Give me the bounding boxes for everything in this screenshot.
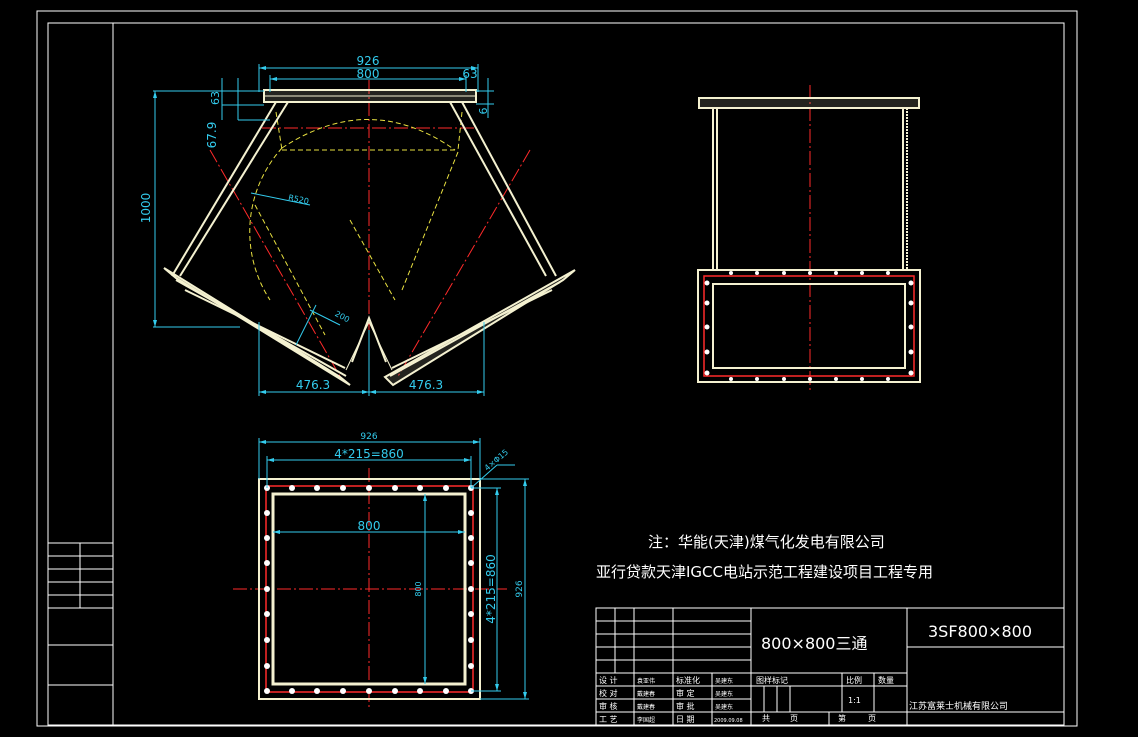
flange-dim-inner-horizontal: 800: [358, 519, 381, 533]
flange-dim-bolt-top: 4*215=860: [334, 447, 404, 461]
flange-dim-bolt-right: 4*215=860: [484, 554, 498, 624]
side-view-body: [163, 89, 576, 387]
flange-hole-note: 4×Φ15: [483, 448, 510, 473]
sign-name: 戴建春: [637, 703, 655, 711]
flange-centerlines: [233, 468, 507, 708]
sign-role-2: 审 定: [676, 688, 695, 698]
sign-role: 校 对: [599, 688, 618, 698]
side-view-dimensions: [153, 64, 494, 396]
side-view-arrowheads: [153, 66, 484, 394]
title-company: 江苏富莱士机械有限公司: [909, 700, 1008, 712]
sign-role-2: 审 批: [676, 701, 695, 711]
sheet-unit-label: 页: [790, 714, 798, 723]
elevation-bolt-holes: [704, 271, 914, 381]
note-line-1: 注：华能(天津)煤气化发电有限公司: [648, 533, 885, 551]
dim-top-right: 63: [462, 67, 477, 81]
sign-name: 袁亚伟: [637, 677, 655, 685]
sheet-no-unit-label: 页: [868, 714, 876, 723]
sign-name-2: 2009.09.08: [714, 718, 743, 724]
ratio-value: 1:1: [848, 696, 861, 705]
stage-mark-label: 图样标记: [756, 675, 788, 685]
sign-name-2: 吴建东: [715, 703, 733, 711]
sign-role-2: 标准化: [676, 675, 700, 685]
dim-right-small: 6: [477, 108, 490, 115]
sign-role-2: 日 期: [676, 715, 695, 724]
sign-name: 李国超: [637, 716, 655, 724]
quantity-label: 数量: [878, 675, 894, 685]
flange-bolt-holes: [264, 485, 474, 694]
flange-view: 926 4*215=860 4×Φ15 800 800 4*215=860 92…: [233, 432, 529, 708]
sign-role: 设 计: [599, 675, 618, 685]
sign-rows: 设 计 袁亚伟 标准化 吴建东 校 对 戴建春 审 定 吴建东 审 核 戴建春 …: [599, 675, 743, 724]
side-view: 926 800 63 63 67.9 6 1000 R520 200 476.3…: [139, 54, 576, 396]
sign-role: 审 核: [599, 701, 618, 711]
sheet-no-label: 第: [838, 713, 846, 723]
side-view-hidden-lines: [249, 111, 463, 336]
sign-name: 戴建春: [637, 690, 655, 698]
elevation-view: [697, 85, 921, 392]
sign-name-2: 吴建东: [715, 677, 733, 685]
dim-top-total: 926: [357, 54, 380, 68]
note-line-2: 亚行贷款天津IGCC电站示范工程建设项目工程专用: [596, 563, 933, 581]
flange-dim-inner-vertical: 800: [414, 581, 423, 596]
flange-arrowheads: [259, 440, 527, 699]
flange-dimensions: [258, 438, 529, 700]
ratio-label: 比例: [846, 675, 862, 685]
dim-left-small: 63: [209, 91, 222, 105]
dim-left-mid: 67.9: [205, 122, 219, 149]
sign-role: 工 艺: [599, 715, 618, 724]
dim-bottom-left: 476.3: [296, 378, 330, 392]
sign-name-2: 吴建东: [715, 690, 733, 698]
flange-dim-total-right: 926: [515, 580, 525, 597]
margin-record-table: [47, 542, 114, 726]
title-drawing-no: 3SF800×800: [928, 622, 1032, 641]
side-view-centerlines: [209, 80, 531, 379]
sheet-total-label: 共: [762, 714, 770, 723]
dim-bottom-right: 476.3: [409, 378, 443, 392]
dim-top-inner: 800: [357, 67, 380, 81]
flange-dim-total-top: 926: [360, 432, 377, 442]
dim-crotch: 200: [333, 309, 351, 324]
elevation-body: [697, 97, 921, 383]
title-part-name: 800×800三通: [761, 634, 868, 653]
title-block: [595, 607, 1065, 726]
radius-label: R520: [287, 193, 309, 206]
dim-height: 1000: [139, 193, 153, 224]
